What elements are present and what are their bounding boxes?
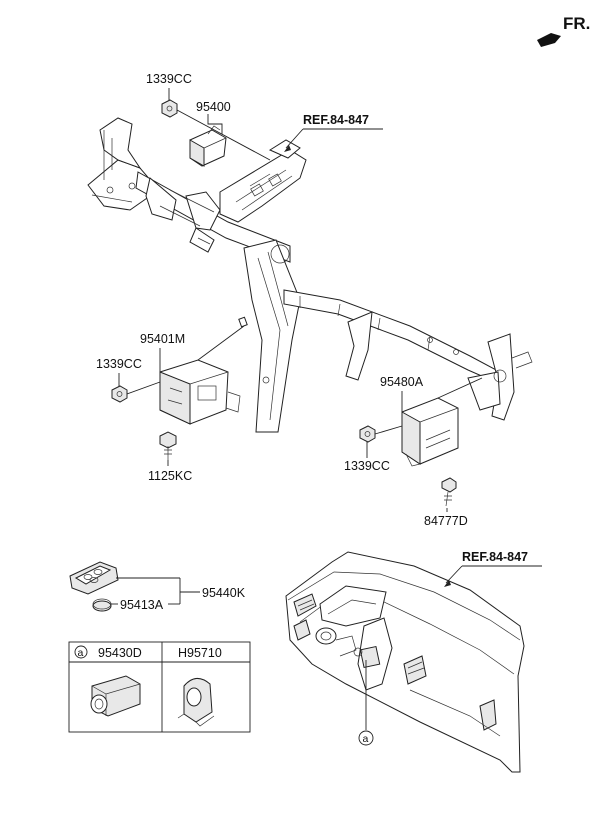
nut-right: [359, 425, 376, 443]
module-95401m: [159, 359, 241, 425]
callout-1125kc: 1125KC: [148, 469, 192, 483]
table-part-h95710: H95710: [178, 646, 222, 660]
fr-label: FR.: [563, 14, 590, 33]
bolt-icon: [159, 431, 177, 449]
callout-1339cc-right: 1339CC: [344, 459, 390, 473]
nut-left: [111, 385, 128, 403]
callout-84777d: 84777D: [424, 514, 468, 528]
callout-95400: 95400: [196, 100, 231, 114]
callout-circle-a: a: [363, 733, 369, 745]
fr-arrow-icon: [537, 33, 561, 47]
callout-1339cc-left: 1339CC: [96, 357, 142, 371]
nut-icon: [359, 425, 376, 443]
fr-indicator: FR.: [537, 14, 590, 47]
coin-battery-icon: [92, 598, 112, 612]
dashboard: [285, 551, 525, 773]
smart-key-icon: [69, 561, 119, 595]
callout-1339cc-top: 1339CC: [146, 72, 192, 86]
nut-icon: [161, 99, 178, 118]
bolt-icon: [441, 477, 457, 493]
module-95480a: [401, 397, 459, 467]
nut-icon: [111, 385, 128, 403]
sensor-95400: [189, 125, 227, 167]
cowl-cross-bar: [87, 117, 533, 433]
screw-84777d: [441, 477, 457, 507]
table-marker-a: a: [78, 647, 84, 659]
callout-ref-top: REF.84-847: [303, 113, 369, 127]
callout-95440k: 95440K: [202, 586, 246, 600]
bolt-1125kc: [159, 431, 177, 460]
callout-ref-dash: REF.84-847: [462, 550, 528, 564]
callout-95401m: 95401M: [140, 332, 185, 346]
callout-95413a: 95413A: [120, 598, 164, 612]
nut-top: [161, 99, 178, 118]
start-button-icon: [90, 675, 141, 717]
callout-95480a: 95480A: [380, 375, 424, 389]
leaders-lower: REF.84-847 a: [358, 550, 542, 746]
table-part-95430d: 95430D: [98, 646, 142, 660]
leaders-upper: 1339CC 95400 REF.84-847 95401M 1339CC 11…: [96, 72, 483, 528]
parts-table: a 95430D H95710: [68, 641, 251, 733]
antenna-coil-icon: [177, 678, 215, 727]
smart-key-group: 95413A 95440K: [69, 561, 246, 612]
